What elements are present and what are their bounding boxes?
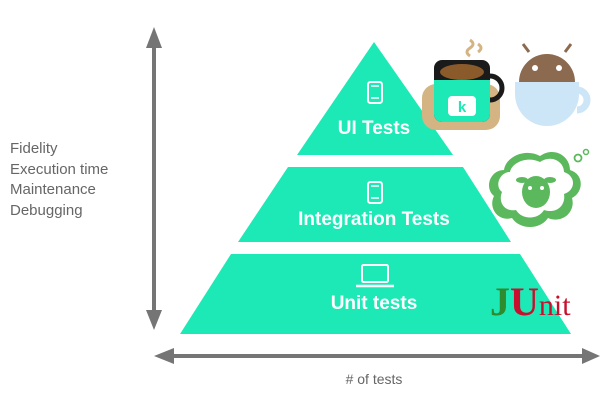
x-axis-label: # of tests [345,371,403,387]
junit-logo-rest: nit [538,289,571,322]
horizontal-axis-arrow [154,348,600,364]
android-cup-icon [515,43,591,126]
metric-maintenance: Maintenance [10,181,96,198]
tier-label-unit: Unit tests [304,293,444,315]
tier-integration [238,167,511,242]
phone-icon [367,181,383,204]
vertical-axis-arrow [146,27,162,330]
espresso-logo-icon: k [422,38,505,130]
robolectric-sheep-icon [489,148,590,227]
laptop-icon [356,264,394,288]
tier-unit [180,254,571,334]
tier-integration-text: Integration Tests [298,209,450,230]
junit-logo: JUnit [490,278,571,325]
tier-unit-text: Unit tests [330,293,418,314]
metric-debugging: Debugging [10,201,83,219]
junit-logo-u: U [510,279,539,324]
tier-ui-text: UI Tests [337,118,411,139]
tier-label-integration: Integration Tests [274,209,474,231]
metric-execution-time: Execution time [10,160,109,178]
junit-logo-j: J [490,279,510,324]
metric-fidelity: Fidelity [10,140,58,157]
svg-text:k: k [458,99,467,116]
phone-icon [367,81,383,104]
tier-label-ui: UI Tests [314,118,434,140]
metrics-label: Fidelity Execution time Maintenance Debu… [10,139,108,221]
